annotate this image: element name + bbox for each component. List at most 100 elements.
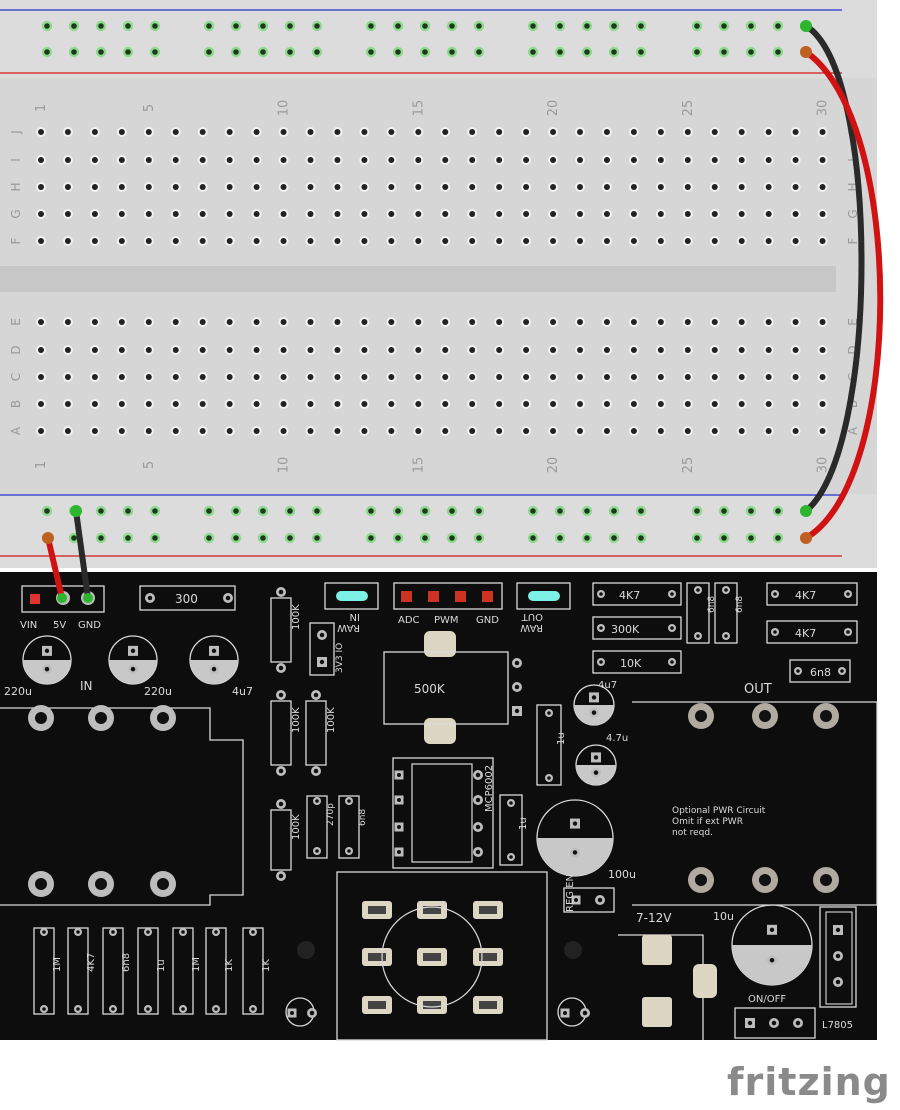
jack-hole — [35, 712, 47, 724]
grid-hole-center — [334, 319, 341, 325]
rail-hole-center — [694, 49, 700, 55]
column-number: 10 — [277, 457, 292, 474]
c6n8-b-outline — [714, 582, 738, 644]
cap4u7-b-label: 4u7 — [598, 680, 617, 691]
grid-hole-center — [765, 319, 772, 325]
onoff-outline — [734, 1007, 816, 1039]
grid-hole-center — [523, 238, 530, 244]
grid-hole-center — [118, 374, 125, 380]
grid-hole-center — [91, 374, 98, 380]
grid-hole-center — [630, 428, 637, 434]
pad-hole — [59, 594, 67, 602]
grid-hole-center — [118, 347, 125, 353]
grid-hole-center — [91, 347, 98, 353]
grid-hole-center — [523, 157, 530, 163]
c270p-label: 270p — [326, 803, 336, 826]
pad-hole — [278, 589, 284, 595]
pad-hole — [572, 850, 578, 855]
grid-hole-center — [226, 401, 233, 407]
712v-label: 7-12V — [636, 911, 672, 925]
switch-pad-slot — [368, 1001, 386, 1009]
grid-hole-center — [307, 401, 314, 407]
grid-hole-center — [64, 157, 71, 163]
grid-hole-center — [172, 401, 179, 407]
grid-hole-center — [172, 238, 179, 244]
rail-hole-center — [775, 23, 781, 29]
row-letter: B — [9, 400, 23, 408]
pad-hole — [670, 626, 674, 630]
rail-hole-center — [71, 23, 77, 29]
pad-hole — [475, 824, 481, 830]
row-letter: D — [9, 345, 23, 354]
pad-hole — [44, 666, 50, 672]
rail-hole-center — [638, 508, 644, 514]
grid-hole-center — [280, 157, 287, 163]
column-number: 1 — [34, 104, 49, 112]
grid-hole-center — [388, 157, 395, 163]
rail-hole-center — [557, 23, 563, 29]
grid-hole-center — [630, 184, 637, 190]
rail-hole-center — [44, 508, 50, 514]
grid-hole-center — [64, 347, 71, 353]
pwm-label: PWM — [434, 615, 459, 626]
rail-hole-center — [125, 23, 131, 29]
rail-hole-center — [314, 535, 320, 541]
r100k-1-label: 100K — [291, 604, 302, 630]
grid-hole-center — [630, 319, 637, 325]
grid-hole-center — [523, 129, 530, 135]
c270p-outline — [306, 795, 328, 859]
bottom-part-label: 4K7 — [86, 953, 97, 972]
rail-hole-center — [584, 535, 590, 541]
grid-hole-center — [334, 238, 341, 244]
center-channel — [0, 266, 836, 292]
pad-hole — [696, 634, 700, 638]
grid-hole-center — [577, 238, 583, 244]
pad-hole — [509, 855, 513, 859]
grid-hole-center — [684, 157, 691, 163]
grid-hole-center — [226, 347, 233, 353]
grid-hole-center — [792, 374, 799, 380]
grid-hole-center — [415, 347, 422, 353]
grid-hole-center — [280, 347, 287, 353]
rail-hole-center — [98, 49, 104, 55]
grid-hole-center — [711, 184, 718, 190]
r100k-3 — [305, 700, 327, 766]
grid-hole-center — [172, 184, 179, 190]
r4k7-r1-outline — [766, 582, 858, 606]
grid-hole-center — [145, 211, 152, 217]
grid-hole-center — [118, 428, 125, 434]
grid-hole-center — [469, 401, 476, 407]
pad-hole — [111, 1007, 115, 1011]
grid-hole-center — [199, 374, 206, 380]
pad-hole — [670, 592, 674, 596]
grid-hole-center — [630, 374, 637, 380]
row-letter: J — [9, 130, 23, 135]
row-letter: G — [9, 209, 23, 218]
pad-hole — [724, 588, 728, 592]
pad-hole — [76, 930, 80, 934]
grid-hole-center — [172, 157, 179, 163]
jack-hole — [157, 878, 169, 890]
column-number: 15 — [411, 100, 426, 117]
grid-hole-center — [145, 401, 152, 407]
opamp-label: MCP6002 — [484, 765, 495, 812]
grid-hole-center — [145, 238, 152, 244]
grid-hole-center — [792, 401, 799, 407]
jack-hole — [695, 874, 707, 886]
jack-hole — [820, 874, 832, 886]
power-jack-pad-2 — [642, 997, 672, 1027]
grid-hole-center — [226, 428, 233, 434]
grid-hole-center — [738, 211, 745, 217]
grid-hole-center — [765, 184, 772, 190]
rail-hole-center — [449, 23, 455, 29]
pad-hole — [309, 1010, 315, 1016]
opamp-body — [411, 763, 473, 863]
grid-hole-center — [469, 347, 476, 353]
row-letter: A — [9, 426, 23, 435]
pad-hole — [773, 630, 777, 634]
grid-hole-center — [792, 184, 799, 190]
raw-in-label: RAWIN — [337, 611, 360, 633]
rail-hole-center — [287, 23, 293, 29]
grid-hole-center — [657, 238, 664, 244]
grid-hole-center — [550, 428, 557, 434]
